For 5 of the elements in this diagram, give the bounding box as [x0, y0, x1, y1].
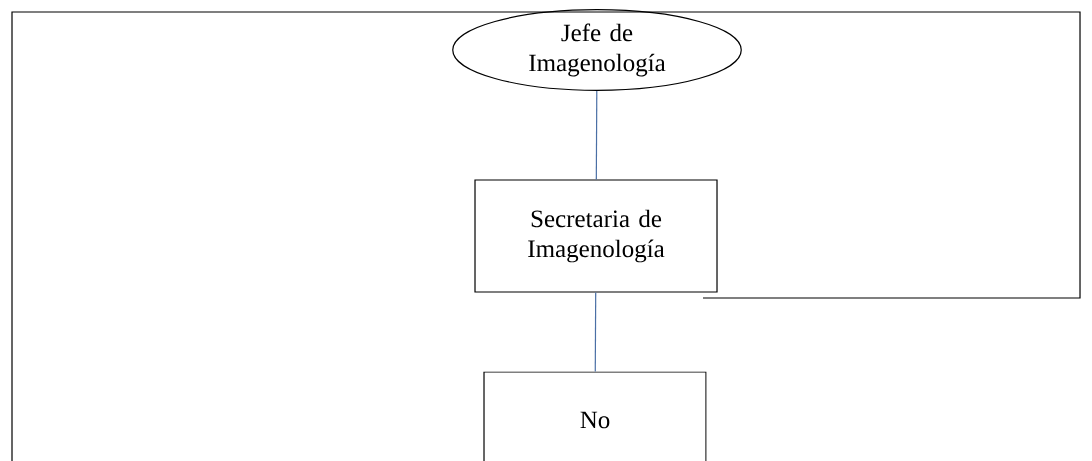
connector-line — [594, 292, 597, 372]
process-box: No — [483, 371, 707, 461]
process-box: Secretaria de Imagenología — [474, 179, 718, 293]
ellipse-node: Jefe de Imagenología — [452, 9, 742, 91]
connector-line — [595, 90, 598, 180]
